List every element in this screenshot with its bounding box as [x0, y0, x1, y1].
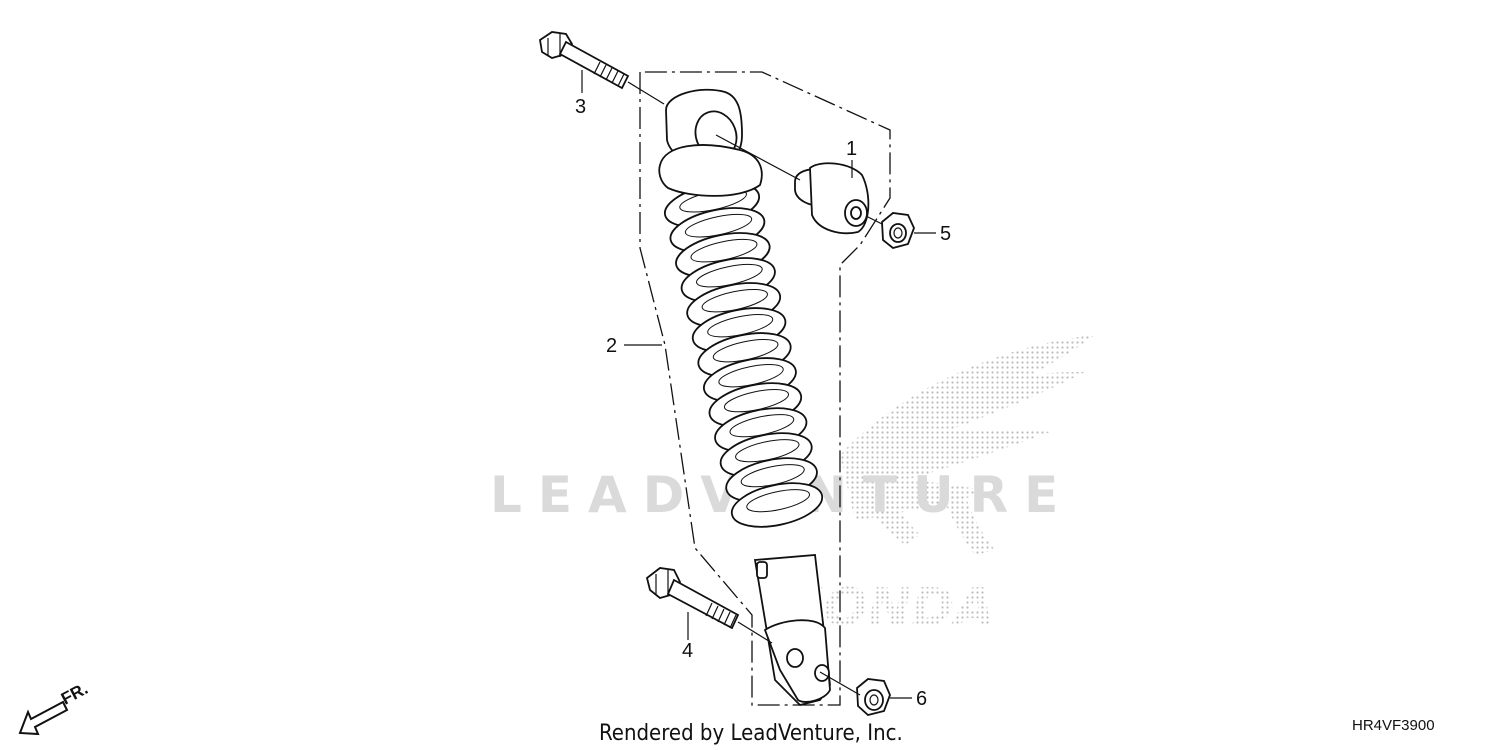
- diagram-code: HR4VF3900: [1352, 717, 1435, 734]
- callout-1: 1: [846, 138, 857, 160]
- upper-bolt: [539, 31, 665, 105]
- lower-nut: [856, 678, 891, 716]
- callout-leaders: [581, 70, 936, 699]
- upper-nut: [881, 212, 915, 249]
- front-direction-arrow: FR.: [18, 679, 91, 736]
- callout-3: 3: [575, 96, 586, 118]
- callout-2: 2: [606, 335, 617, 357]
- spring-coil: [730, 482, 824, 528]
- rubber-bushing: [794, 162, 870, 235]
- assembly-outline: [639, 71, 891, 706]
- shock-absorber: [658, 88, 831, 706]
- callout-6: 6: [916, 688, 927, 710]
- callout-4: 4: [682, 640, 693, 662]
- lower-bolt: [645, 567, 773, 644]
- spring-coil-inner: [746, 489, 810, 513]
- callout-5: 5: [940, 223, 951, 245]
- rendered-by-footer: Rendered by LeadVenture, Inc.: [599, 721, 903, 746]
